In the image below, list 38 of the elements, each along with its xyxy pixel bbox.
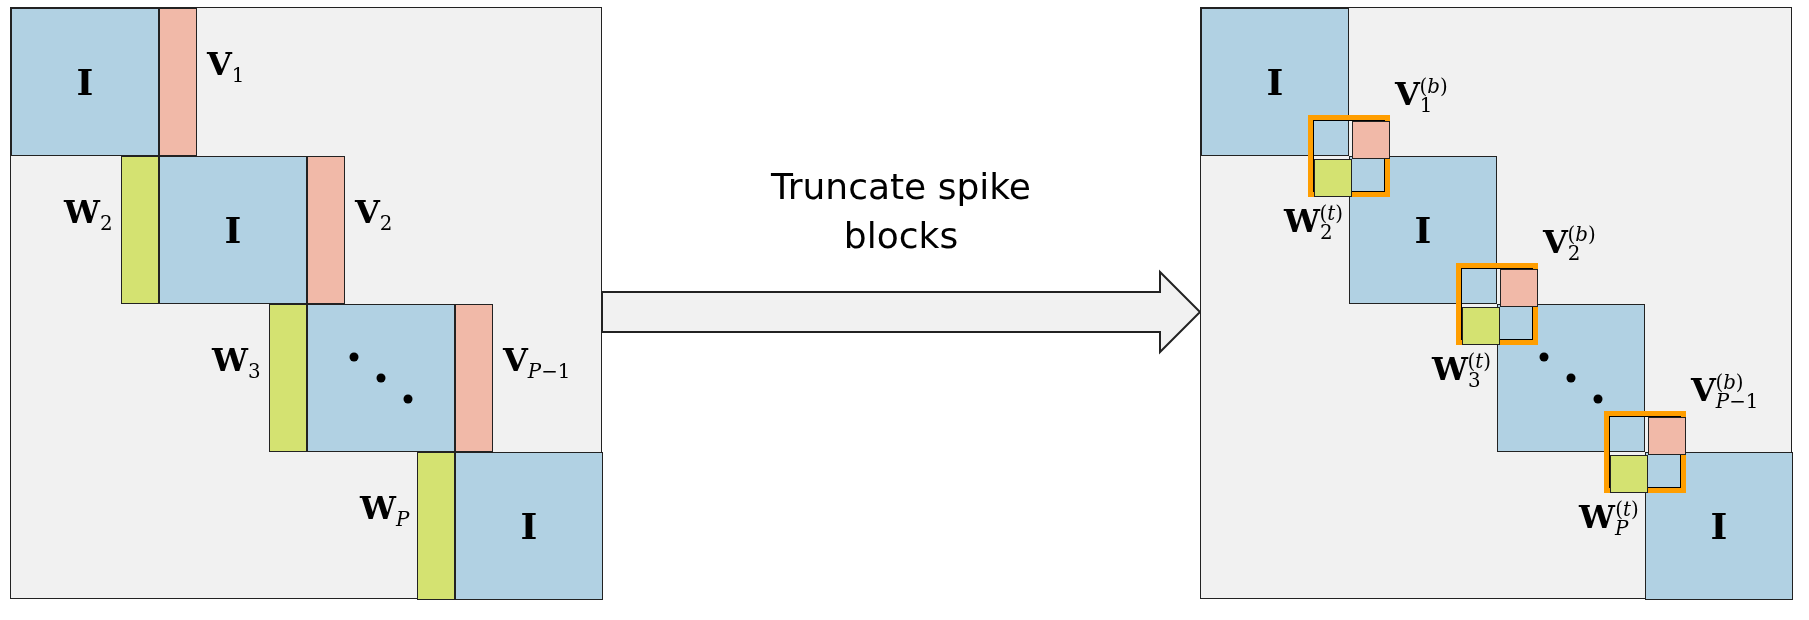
matrix-symbol: I — [1710, 505, 1728, 547]
identity-block — [1497, 304, 1645, 452]
matrix-label: V$_{2}$ — [355, 196, 393, 235]
identity-block — [455, 452, 603, 600]
identity-block — [11, 8, 159, 156]
edge-label: Truncate spike blocks — [771, 165, 1031, 258]
spike-block — [1610, 455, 1648, 493]
matrix-label: W$_{2}$ — [64, 196, 113, 235]
identity-block — [1201, 8, 1349, 156]
matrix-symbol: I — [224, 209, 242, 251]
matrix-label: W$_{3}$ — [212, 344, 261, 383]
spike-block — [1352, 121, 1390, 159]
highlight-square — [1607, 414, 1683, 490]
matrix-symbol: I — [1266, 61, 1284, 103]
identity-block — [159, 156, 307, 304]
matrix-panel — [1200, 7, 1792, 599]
spike-block — [1462, 307, 1500, 345]
matrix-symbol: I — [76, 61, 94, 103]
highlight-square — [1311, 118, 1387, 194]
spike-block — [417, 452, 455, 600]
spike-block — [121, 156, 159, 304]
block-arrow — [601, 269, 1202, 355]
identity-block — [1349, 156, 1497, 304]
spike-block — [1314, 159, 1352, 197]
spike-block — [269, 304, 307, 452]
matrix-label: V$_{1}$ — [207, 48, 245, 87]
spike-block — [1500, 269, 1538, 307]
spike-block — [159, 8, 197, 156]
matrix-panel — [10, 7, 602, 599]
highlight-square — [1459, 266, 1535, 342]
spike-block — [455, 304, 493, 452]
spike-block — [307, 156, 345, 304]
matrix-label: W$_{P}$ — [360, 492, 410, 531]
spike-block — [1648, 417, 1686, 455]
identity-block — [1645, 452, 1793, 600]
matrix-symbol: I — [1414, 209, 1432, 251]
matrix-symbol: I — [520, 505, 538, 547]
identity-block — [307, 304, 455, 452]
